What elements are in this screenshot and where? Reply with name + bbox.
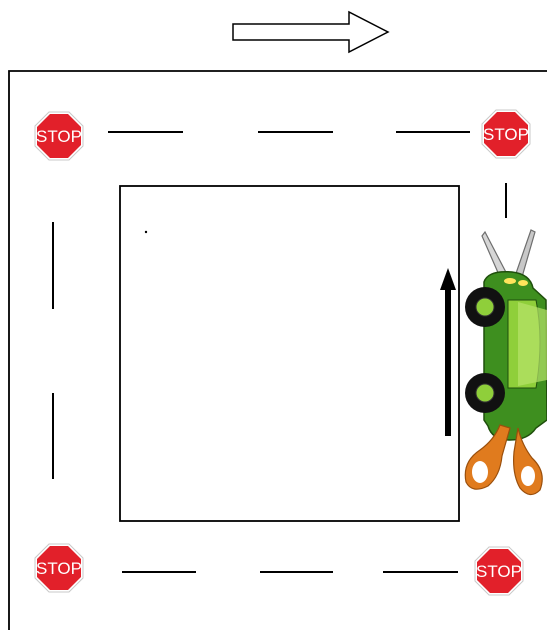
stop-sign-top-left: STOP [35,112,83,160]
stop-sign-label: STOP [36,559,82,578]
stop-sign-label: STOP [476,562,522,581]
inner-block [120,186,459,521]
stop-sign-label: STOP [483,125,529,144]
stop-sign-bottom-left: STOP [35,544,83,592]
stop-sign-bottom-right: STOP [475,547,523,595]
inner-block-dot [145,231,147,233]
car-wheel-rear [465,373,505,413]
direction-arrow-outline [233,12,388,52]
stop-sign-top-right: STOP [482,110,530,158]
car-wheel-front [465,287,505,327]
stop-sign-label: STOP [36,127,82,146]
car-icon [465,272,547,440]
scissors-handles [465,425,542,495]
